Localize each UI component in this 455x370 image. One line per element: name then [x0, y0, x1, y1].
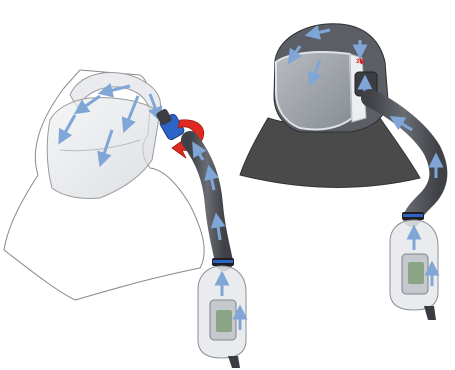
- left-blower-unit: [198, 258, 246, 368]
- dark-hood-visor: [276, 52, 352, 129]
- brand-mark: 3M: [356, 59, 364, 65]
- belt-clip: [228, 356, 240, 368]
- right-blower-unit: [390, 212, 438, 320]
- light-hood-assembly: [4, 70, 204, 300]
- belt-clip: [424, 306, 436, 320]
- filter-element: [216, 310, 232, 332]
- filter-element: [408, 262, 424, 284]
